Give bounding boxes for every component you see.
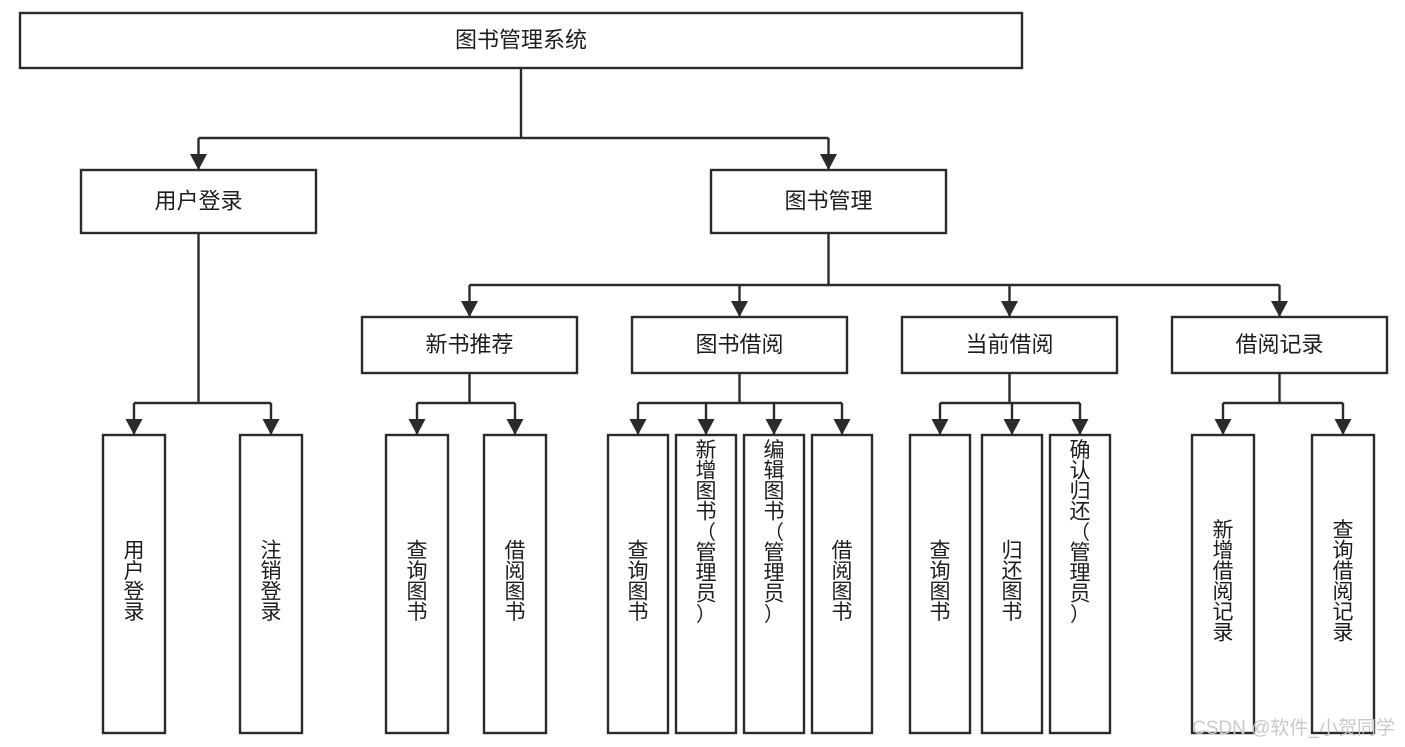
node-label-leaf-edit-book-admin: 编辑图书（管理员） — [764, 439, 785, 626]
node-label-leaf-add-book-admin: 新增图书（管理员） — [696, 439, 717, 626]
node-box-leaf-return-book[interactable] — [980, 433, 1044, 735]
edge-group-user-login — [125, 233, 280, 435]
node-layer: 图书管理系统用户登录图书管理新书推荐图书借阅当前借阅借阅记录用户登录注销登录查询… — [18, 11, 1389, 735]
node-leaf-logout-login[interactable]: 注销登录 — [238, 433, 304, 735]
node-label-leaf-logout-login: 注销登录 — [261, 539, 282, 624]
node-borrow-record[interactable]: 借阅记录 — [1170, 315, 1389, 375]
node-box-new-book-recommend[interactable] — [360, 315, 579, 375]
node-label-leaf-add-borrow-record: 新增借阅记录 — [1213, 519, 1234, 645]
node-box-borrow-record[interactable] — [1170, 315, 1389, 375]
arrow-head-icon — [820, 154, 837, 170]
arrow-head-icon — [125, 419, 143, 435]
arrow-head-icon — [1271, 301, 1288, 317]
csdn-watermark: CSDN @软件_小贺同学 — [1192, 717, 1395, 739]
node-box-root[interactable] — [18, 11, 1024, 70]
node-leaf-add-borrow-record[interactable]: 新增借阅记录 — [1190, 433, 1256, 735]
node-label-leaf-user-login: 用户登录 — [124, 539, 145, 624]
node-box-leaf-logout-login[interactable] — [238, 433, 304, 735]
arrow-head-icon — [931, 419, 949, 435]
arrow-head-icon — [765, 419, 783, 435]
edge-group-current-borrow — [931, 373, 1089, 435]
node-label-book-manage: 图书管理 — [784, 188, 872, 213]
edge-group-new-book-recommend — [408, 373, 524, 435]
node-label-leaf-query-book-recommend: 查询图书 — [407, 539, 428, 624]
node-leaf-query-book-recommend[interactable]: 查询图书 — [384, 433, 450, 735]
node-leaf-return-book[interactable]: 归还图书 — [980, 433, 1044, 735]
arrow-head-icon — [833, 419, 851, 435]
node-book-borrow[interactable]: 图书借阅 — [630, 315, 849, 375]
node-label-book-borrow: 图书借阅 — [695, 332, 783, 357]
node-label-borrow-record: 借阅记录 — [1235, 332, 1323, 357]
edge-layer — [125, 68, 1352, 435]
node-label-user-login: 用户登录 — [154, 188, 242, 213]
arrow-head-icon — [629, 419, 647, 435]
node-leaf-query-book-current[interactable]: 查询图书 — [908, 433, 972, 735]
node-label-leaf-borrow-book-recommend: 借阅图书 — [505, 539, 526, 624]
node-box-leaf-query-book-borrow[interactable] — [606, 433, 670, 735]
node-leaf-borrow-book[interactable]: 借阅图书 — [810, 433, 874, 735]
node-box-leaf-add-borrow-record[interactable] — [1190, 433, 1256, 735]
edge-group-book-borrow — [629, 373, 851, 435]
arrow-head-icon — [408, 419, 426, 435]
edge-group-root — [190, 68, 837, 170]
node-label-leaf-query-borrow-record: 查询借阅记录 — [1333, 519, 1354, 645]
node-label-leaf-query-book-current: 查询图书 — [930, 539, 951, 624]
node-label-current-borrow: 当前借阅 — [965, 332, 1053, 357]
node-label-root: 图书管理系统 — [455, 27, 587, 52]
node-box-leaf-borrow-book-recommend[interactable] — [482, 433, 548, 735]
node-label-leaf-borrow-book: 借阅图书 — [832, 539, 853, 624]
arrow-head-icon — [1071, 419, 1089, 435]
node-user-login[interactable]: 用户登录 — [79, 168, 318, 235]
node-leaf-query-book-borrow[interactable]: 查询图书 — [606, 433, 670, 735]
arrow-head-icon — [190, 154, 207, 170]
node-box-leaf-query-book-recommend[interactable] — [384, 433, 450, 735]
node-box-leaf-user-login[interactable] — [101, 433, 167, 735]
node-book-manage[interactable]: 图书管理 — [709, 168, 948, 235]
arrow-head-icon — [697, 419, 715, 435]
node-box-book-manage[interactable] — [709, 168, 948, 235]
arrow-head-icon — [731, 301, 748, 317]
node-label-new-book-recommend: 新书推荐 — [425, 332, 513, 357]
node-leaf-borrow-book-recommend[interactable]: 借阅图书 — [482, 433, 548, 735]
node-box-leaf-borrow-book[interactable] — [810, 433, 874, 735]
edge-group-book-manage — [461, 233, 1288, 317]
node-new-book-recommend[interactable]: 新书推荐 — [360, 315, 579, 375]
node-leaf-edit-book-admin[interactable]: 编辑图书（管理员） — [742, 433, 806, 735]
node-leaf-add-book-admin[interactable]: 新增图书（管理员） — [674, 433, 738, 735]
arrow-head-icon — [1001, 301, 1018, 317]
watermark-layer: CSDN @软件_小贺同学 — [1192, 717, 1395, 739]
node-box-leaf-confirm-return-admin[interactable] — [1048, 433, 1112, 735]
node-root[interactable]: 图书管理系统 — [18, 11, 1024, 70]
arrow-head-icon — [506, 419, 524, 435]
arrow-head-icon — [461, 301, 478, 317]
node-box-leaf-query-book-current[interactable] — [908, 433, 972, 735]
node-label-leaf-query-book-borrow: 查询图书 — [628, 539, 649, 624]
arrow-head-icon — [1214, 419, 1232, 435]
arrow-head-icon — [1003, 419, 1021, 435]
node-box-leaf-add-book-admin[interactable] — [674, 433, 738, 735]
node-box-leaf-edit-book-admin[interactable] — [742, 433, 806, 735]
node-box-user-login[interactable] — [79, 168, 318, 235]
arrow-head-icon — [1334, 419, 1352, 435]
node-leaf-confirm-return-admin[interactable]: 确认归还（管理员） — [1048, 433, 1112, 735]
edge-group-borrow-record — [1214, 373, 1352, 435]
arrow-head-icon — [262, 419, 280, 435]
node-current-borrow[interactable]: 当前借阅 — [900, 315, 1119, 375]
node-box-leaf-query-borrow-record[interactable] — [1310, 433, 1376, 735]
node-leaf-query-borrow-record[interactable]: 查询借阅记录 — [1310, 433, 1376, 735]
node-leaf-user-login[interactable]: 用户登录 — [101, 433, 167, 735]
node-label-leaf-confirm-return-admin: 确认归还（管理员） — [1070, 439, 1091, 626]
node-box-book-borrow[interactable] — [630, 315, 849, 375]
node-label-leaf-return-book: 归还图书 — [1002, 539, 1023, 624]
node-box-current-borrow[interactable] — [900, 315, 1119, 375]
